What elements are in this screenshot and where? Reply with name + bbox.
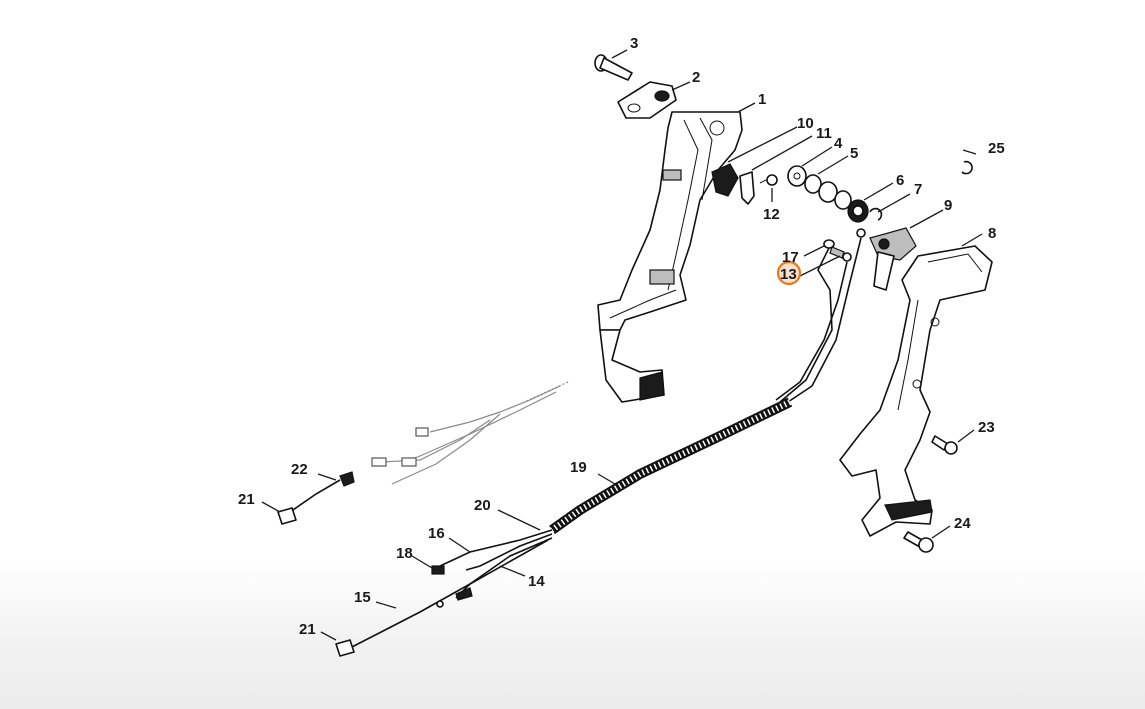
washer-stack	[787, 165, 869, 223]
floor-shadow	[0, 560, 1145, 709]
throttle-trigger	[711, 163, 739, 197]
lever	[739, 171, 755, 205]
circlip	[961, 160, 973, 175]
link-bracket	[617, 81, 677, 119]
callout-2[interactable]: 2	[692, 69, 700, 86]
callout-leaders	[261, 49, 983, 641]
callout-25[interactable]: 25	[988, 140, 1005, 157]
callout-18[interactable]: 18	[396, 545, 413, 562]
callout-3[interactable]: 3	[630, 35, 638, 52]
handle-half-right	[839, 245, 993, 537]
small-screw	[759, 174, 778, 186]
callout-1[interactable]: 1	[758, 91, 766, 108]
connector-pins	[823, 228, 866, 262]
callout-16[interactable]: 16	[428, 525, 445, 542]
callout-14[interactable]: 14	[528, 573, 545, 590]
callout-8[interactable]: 8	[988, 225, 996, 242]
callout-23[interactable]: 23	[978, 419, 995, 436]
callout-labels: 3 2 1 10 11 4 5 6 7 25 9 8 12 17 13 19 2…	[238, 35, 1005, 638]
callout-21-lower[interactable]: 21	[299, 621, 316, 638]
screw-24	[903, 531, 934, 553]
callout-20[interactable]: 20	[474, 497, 491, 514]
coiled-conduit	[549, 397, 793, 535]
callout-13-highlight-ring	[776, 260, 802, 286]
switch-housing	[869, 227, 917, 291]
callout-17[interactable]: 17	[782, 249, 799, 266]
screw-23	[931, 435, 958, 455]
callout-7[interactable]: 7	[914, 181, 922, 198]
callout-11[interactable]: 11	[816, 125, 832, 142]
callout-9[interactable]: 9	[944, 197, 952, 214]
handle-half-left	[597, 111, 743, 403]
callout-21-upper[interactable]: 21	[238, 491, 255, 508]
callout-6[interactable]: 6	[896, 172, 904, 189]
callout-13[interactable]: 13	[780, 266, 797, 283]
callout-19[interactable]: 19	[570, 459, 587, 476]
bolt	[594, 54, 633, 81]
ghost-harness	[277, 381, 569, 525]
callout-10[interactable]: 10	[797, 115, 814, 132]
callout-5[interactable]: 5	[850, 145, 858, 162]
wiring-harness	[335, 529, 553, 657]
callout-15[interactable]: 15	[354, 589, 371, 606]
callout-24[interactable]: 24	[954, 515, 971, 532]
callout-22[interactable]: 22	[291, 461, 308, 478]
callout-12[interactable]: 12	[763, 206, 780, 223]
callout-4[interactable]: 4	[834, 135, 843, 152]
